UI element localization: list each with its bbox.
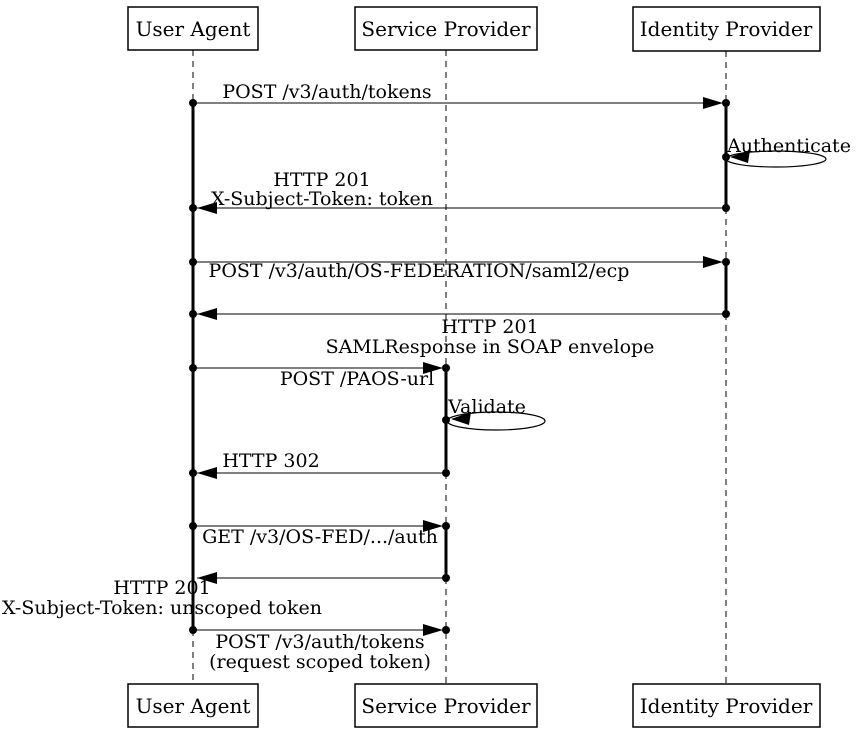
message-http-201-unscoped-token: HTTP 201 X-Subject-Token: unscoped token <box>2 572 450 619</box>
endpoint-dot <box>189 204 197 212</box>
message-label: (request scoped token) <box>209 651 431 673</box>
message-label: HTTP 302 <box>222 450 319 472</box>
actor-box <box>632 683 821 728</box>
message-post-v3-auth-tokens: POST /v3/auth/tokens <box>189 81 730 109</box>
message-label: POST /v3/auth/OS-FEDERATION/saml2/ecp <box>209 260 630 282</box>
actor-name: Identity Provider <box>640 17 813 41</box>
message-label: POST /PAOS-url <box>280 368 434 390</box>
message-label: HTTP 201 <box>273 169 370 191</box>
actor-name: User Agent <box>136 694 251 718</box>
endpoint-dot <box>722 258 730 266</box>
actor-top-identity-provider: Identity Provider <box>632 6 821 52</box>
actor-box <box>127 6 259 51</box>
message-label: HTTP 201 <box>113 577 210 599</box>
message-label: Authenticate <box>726 135 851 157</box>
actor-box <box>354 683 538 728</box>
endpoint-dot <box>189 99 197 107</box>
endpoint-dot <box>442 469 450 477</box>
actor-bottom-user-agent: User Agent <box>127 683 259 728</box>
actor-name: Service Provider <box>361 17 531 41</box>
arrowhead-icon <box>423 362 443 374</box>
endpoint-dot <box>722 204 730 212</box>
arrowhead-icon <box>703 256 723 268</box>
message-get-os-fed-auth: GET /v3/OS-FED/.../auth <box>189 520 450 548</box>
actor-box <box>354 6 538 51</box>
endpoint-dot <box>442 574 450 582</box>
message-label: Validate <box>447 396 526 418</box>
actor-box <box>127 683 259 728</box>
endpoint-dot <box>442 416 450 424</box>
actor-name: User Agent <box>136 17 251 41</box>
arrowhead-icon <box>451 412 471 425</box>
message-http-201-subject-token: HTTP 201 X-Subject-Token: token <box>189 169 730 214</box>
endpoint-dot <box>442 522 450 530</box>
message-label: HTTP 201 <box>441 316 538 338</box>
actor-bottom-identity-provider: Identity Provider <box>632 683 821 728</box>
arrowhead-icon <box>423 520 443 532</box>
message-label: POST /v3/auth/tokens <box>222 81 431 103</box>
actor-top-user-agent: User Agent <box>127 6 259 51</box>
self-message-validate: Validate <box>442 396 546 431</box>
arrowhead-icon <box>197 308 217 320</box>
endpoint-dot <box>722 310 730 318</box>
arrowhead-icon <box>730 150 750 163</box>
arrowhead-icon <box>197 572 217 584</box>
message-http-201-samlresponse: HTTP 201 SAMLResponse in SOAP envelope <box>189 308 730 358</box>
endpoint-dot <box>189 626 197 634</box>
message-label: POST /v3/auth/tokens <box>215 631 424 653</box>
message-label: X-Subject-Token: token <box>211 188 433 210</box>
endpoint-dot <box>442 364 450 372</box>
message-http-302: HTTP 302 <box>189 450 450 479</box>
endpoint-dot <box>189 522 197 530</box>
actor-top-service-provider: Service Provider <box>354 6 538 51</box>
message-label: GET /v3/OS-FED/.../auth <box>202 526 438 548</box>
message-post-os-federation-ecp: POST /v3/auth/OS-FEDERATION/saml2/ecp <box>189 256 730 282</box>
message-label: SAMLResponse in SOAP envelope <box>326 336 655 358</box>
endpoint-dot <box>189 469 197 477</box>
arrowhead-icon <box>423 624 443 636</box>
endpoint-dot <box>189 258 197 266</box>
endpoint-dot <box>722 99 730 107</box>
self-message-authenticate: Authenticate <box>722 135 851 168</box>
endpoint-dot <box>722 153 730 161</box>
actor-box <box>632 6 821 52</box>
message-label: X-Subject-Token: unscoped token <box>2 597 322 619</box>
endpoint-dot <box>442 626 450 634</box>
arrowhead-icon <box>197 467 217 479</box>
endpoint-dot <box>189 364 197 372</box>
arrowhead-icon <box>197 202 217 214</box>
message-post-scoped-token: POST /v3/auth/tokens (request scoped tok… <box>189 624 450 673</box>
actor-bottom-service-provider: Service Provider <box>354 683 538 728</box>
arrowhead-icon <box>703 97 723 109</box>
endpoint-dot <box>189 310 197 318</box>
actor-name: Identity Provider <box>640 694 813 718</box>
message-post-paos-url: POST /PAOS-url <box>189 362 450 390</box>
actor-name: Service Provider <box>361 694 531 718</box>
